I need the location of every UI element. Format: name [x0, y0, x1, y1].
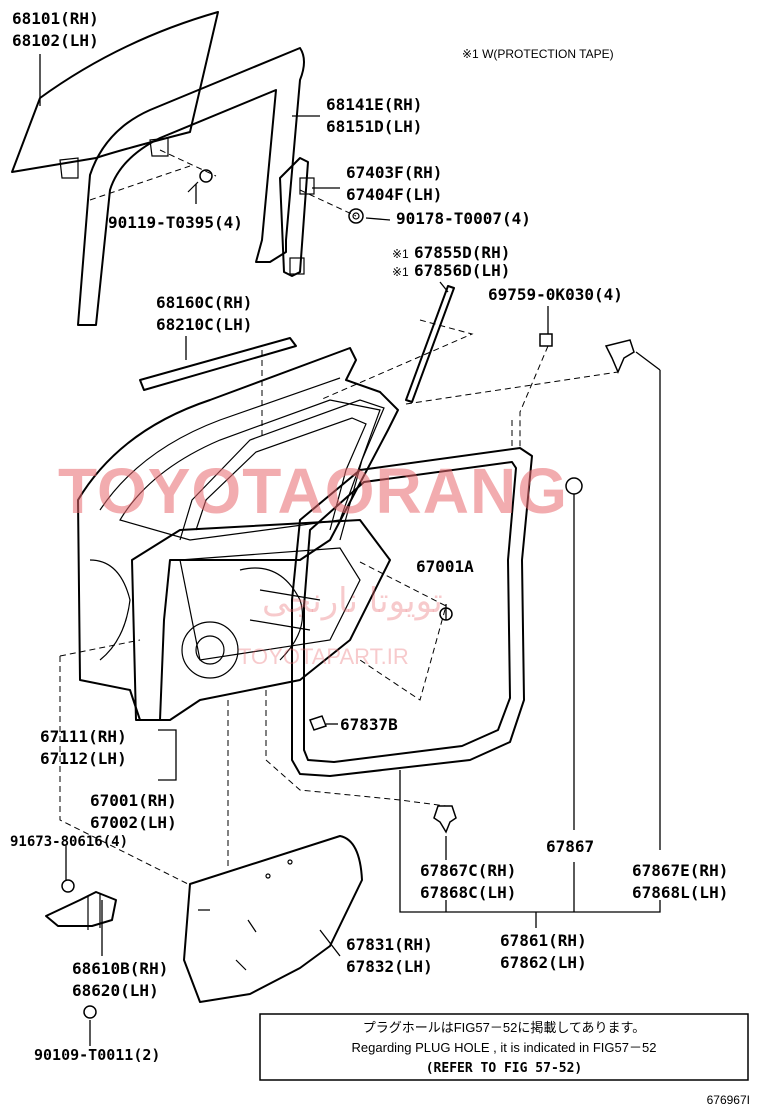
door-weatherstrip	[291, 447, 533, 777]
dashed-assembly-lines	[59, 149, 619, 885]
label-67867C: 67867C(RH)	[420, 861, 516, 880]
label-67832: 67832(LH)	[346, 957, 433, 976]
label-90119: 90119-T0395(4)	[108, 213, 243, 232]
label-68102: 68102(LH)	[12, 31, 99, 50]
protection-tape	[405, 285, 455, 403]
note-english: Regarding PLUG HOLE , it is indicated in…	[352, 1040, 657, 1055]
label-67404F: 67404F(LH)	[346, 185, 442, 204]
label-67855D: 67855D(RH)	[414, 243, 510, 262]
label-67861: 67861(RH)	[500, 931, 587, 950]
asterisk-mark-1: ※1	[392, 247, 409, 261]
note-japanese: プラグホールはFIG57－52に掲載してあります。	[363, 1020, 646, 1035]
service-hole-cover	[183, 835, 363, 1003]
label-67868C: 67868C(LH)	[420, 883, 516, 902]
belt-moulding	[139, 337, 297, 391]
label-67867: 67867	[546, 837, 594, 856]
bolt-91673	[61, 879, 75, 893]
label-91673: 91673-80616(4)	[10, 834, 128, 850]
label-68141E: 68141E(RH)	[326, 95, 422, 114]
watermark: TOYOTAORANG تویوتا نارنجی TOYOTAPART.IR	[58, 455, 568, 669]
rear-lower-frame	[279, 157, 315, 277]
clip-67867E	[604, 339, 635, 374]
label-68160C: 68160C(RH)	[156, 293, 252, 312]
glass-run-channel	[77, 47, 305, 326]
note-box: プラグホールはFIG57－52に掲載してあります。 Regarding PLUG…	[259, 1013, 749, 1081]
hole-plug-67837B	[309, 715, 327, 731]
label-68610B: 68610B(RH)	[72, 959, 168, 978]
watermark-persian: تویوتا نارنجی	[262, 581, 443, 621]
label-67002: 67002(LH)	[90, 813, 177, 832]
label-67001: 67001(RH)	[90, 791, 177, 810]
label-67001A: 67001A	[416, 557, 474, 576]
label-67837B: 67837B	[340, 715, 398, 734]
label-68620: 68620(LH)	[72, 981, 159, 1000]
label-68151D: 68151D(LH)	[326, 117, 422, 136]
watermark-site: TOYOTAPART.IR	[238, 644, 409, 669]
label-67112: 67112(LH)	[40, 749, 127, 768]
label-67862: 67862(LH)	[500, 953, 587, 972]
bolt-90119	[187, 169, 213, 193]
protection-tape-note: ※1 W(PROTECTION TAPE)	[462, 47, 614, 61]
door-window-frame	[179, 399, 385, 541]
label-67111: 67111(RH)	[40, 727, 127, 746]
figure-id: 676967I	[707, 1093, 750, 1107]
watermark-brand: TOYOTAORANG	[58, 455, 568, 527]
label-68101: 68101(RH)	[12, 9, 99, 28]
label-67831: 67831(RH)	[346, 935, 433, 954]
label-68210C: 68210C(LH)	[156, 315, 252, 334]
label-69759: 69759-0K030(4)	[488, 285, 623, 304]
label-67856D: 67856D(LH)	[414, 261, 510, 280]
bolt-90109	[83, 1005, 97, 1019]
asterisk-mark-2: ※1	[392, 265, 409, 279]
note-reference: (REFER TO FIG 57-52)	[426, 1061, 583, 1076]
clip-67867C	[433, 805, 457, 834]
cap-67867	[565, 477, 583, 495]
label-67868L: 67868L(LH)	[632, 883, 728, 902]
label-67403F: 67403F(RH)	[346, 163, 442, 182]
label-67867E: 67867E(RH)	[632, 861, 728, 880]
label-90109: 90109-T0011(2)	[34, 1046, 160, 1064]
door-panel	[77, 347, 399, 721]
leader-lines	[39, 54, 661, 1046]
clip-69759	[539, 333, 553, 347]
door-hinge	[45, 891, 117, 930]
part-labels: 68101(RH) 68102(LH) ※1 W(PROTECTION TAPE…	[10, 9, 728, 1064]
label-90178: 90178-T0007(4)	[396, 209, 531, 228]
door-glass	[11, 11, 219, 179]
